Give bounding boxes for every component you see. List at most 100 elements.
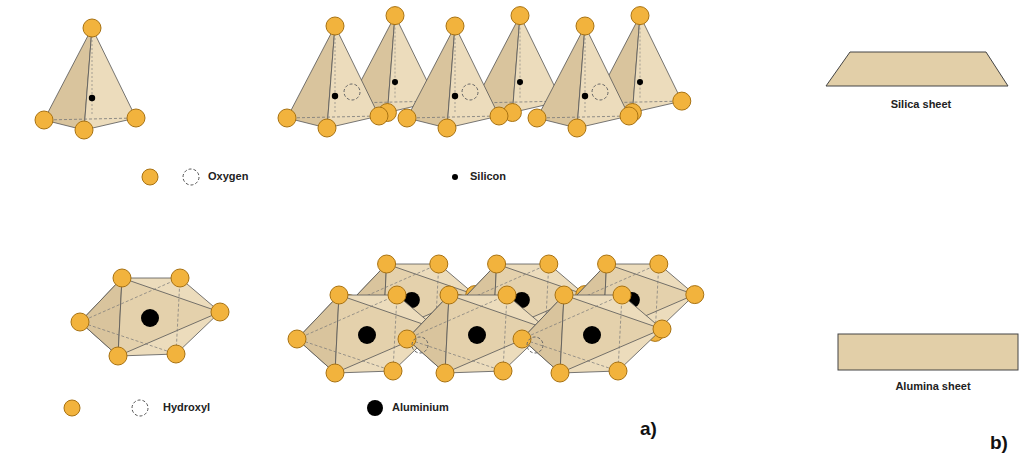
octa-face — [118, 278, 220, 356]
hidden-atom — [527, 337, 543, 353]
silica-sheet-symbol: Silica sheet — [820, 48, 1022, 110]
aluminium-atom — [141, 309, 159, 327]
hidden-atom — [344, 84, 360, 100]
hidden-atom — [592, 84, 608, 100]
oxygen-atom — [673, 92, 691, 110]
hidden-edge — [537, 116, 629, 118]
sheet-outline — [826, 52, 1008, 86]
hidden-edge — [44, 118, 136, 120]
oxygen-atom — [83, 19, 101, 37]
legend-text: Hydroxyl — [163, 401, 210, 413]
oxygen-atom — [388, 286, 406, 304]
sheet-label: Silica sheet — [820, 98, 1022, 110]
oxygen-atom — [398, 109, 416, 127]
oxygen-atom — [278, 109, 296, 127]
silicon-atom — [452, 93, 458, 99]
oxygen-atom — [288, 330, 306, 348]
silicon-atom — [637, 79, 643, 85]
hidden-edge — [455, 26, 456, 114]
oxygen-atom — [326, 17, 344, 35]
octa-outline — [522, 295, 662, 373]
oxygen-atom — [653, 320, 671, 338]
octa-outline — [407, 295, 547, 373]
legend-text: Silicon — [470, 170, 506, 182]
oxygen-atom — [71, 313, 89, 331]
polyhedra-group — [35, 7, 704, 382]
hidden-edge — [395, 16, 396, 100]
hidden-edge — [92, 28, 93, 116]
hidden-atom — [462, 84, 478, 100]
hidden-edge — [407, 116, 499, 118]
hydroxyl-sample — [64, 400, 80, 416]
silicon-atom — [392, 79, 398, 85]
oxygen-atom — [35, 111, 53, 129]
hidden-edge — [335, 26, 336, 114]
oxygen-atom — [398, 330, 416, 348]
oxygen-atom — [620, 107, 638, 125]
oxygen-atom — [613, 286, 631, 304]
oxygen-atom — [488, 255, 506, 273]
hidden-edges — [297, 295, 397, 371]
hidden-hydroxyl-sample — [132, 400, 148, 416]
silica-tetrahedron — [278, 17, 388, 137]
hidden-edge — [287, 116, 379, 118]
hidden-edge — [640, 16, 641, 100]
aluminium-sample — [367, 400, 383, 416]
oxygen-atom — [326, 364, 344, 382]
octa-outline — [80, 278, 220, 356]
silicon-sample — [452, 174, 458, 180]
silicon-atom — [517, 79, 523, 85]
oxygen-atom — [568, 119, 586, 137]
hidden-edges — [407, 295, 507, 371]
oxygen-atom — [555, 286, 573, 304]
oxygen-atom — [384, 362, 402, 380]
oxygen-atom — [498, 286, 516, 304]
oxygen-atom — [378, 255, 396, 273]
panel-label: a) — [640, 418, 657, 440]
hidden-edges — [522, 295, 622, 371]
silica-tetrahedron — [398, 17, 508, 137]
oxygen-atom — [318, 119, 336, 137]
sheet-shape — [820, 48, 1012, 90]
oxygen-atom — [438, 119, 456, 137]
hidden-edge — [585, 26, 586, 114]
oxygen-atom — [631, 7, 649, 25]
silica-tetrahedron — [35, 19, 145, 139]
silicon-atom — [582, 93, 588, 99]
oxygen-atom — [598, 255, 616, 273]
oxygen-atom — [490, 107, 508, 125]
oxygen-atom — [330, 286, 348, 304]
oxygen-atom — [109, 347, 127, 365]
aluminium-atom — [358, 326, 376, 344]
oxygen-atom — [430, 255, 448, 273]
hidden-oxygen-sample — [183, 169, 199, 185]
hidden-atom — [412, 337, 428, 353]
oxygen-atom — [513, 330, 531, 348]
oxygen-atom — [528, 109, 546, 127]
oxygen-atom — [386, 7, 404, 25]
oxygen-atom — [436, 364, 454, 382]
panel-label: b) — [990, 432, 1008, 454]
aluminium-atom — [468, 326, 486, 344]
alumina-octahedron — [513, 286, 671, 382]
hidden-edge — [520, 16, 521, 100]
oxygen-atom — [551, 364, 569, 382]
oxygen-atom — [440, 286, 458, 304]
legend-samples — [64, 169, 458, 416]
oxygen-sample — [142, 169, 158, 185]
oxygen-atom — [370, 107, 388, 125]
oxygen-atom — [75, 121, 93, 139]
silicon-atom — [89, 95, 95, 101]
oxygen-atom — [511, 7, 529, 25]
oxygen-atom — [576, 17, 594, 35]
aluminium-atom — [583, 326, 601, 344]
sheet-label: Alumina sheet — [832, 380, 1034, 392]
oxygen-atom — [446, 17, 464, 35]
alumina-sheet-symbol: Alumina sheet — [832, 330, 1034, 392]
legend-text: Oxygen — [208, 170, 248, 182]
hidden-edges — [80, 278, 180, 354]
oxygen-atom — [686, 286, 704, 304]
oxygen-atom — [650, 255, 668, 273]
sheet-outline — [838, 334, 1018, 370]
oxygen-atom — [540, 255, 558, 273]
